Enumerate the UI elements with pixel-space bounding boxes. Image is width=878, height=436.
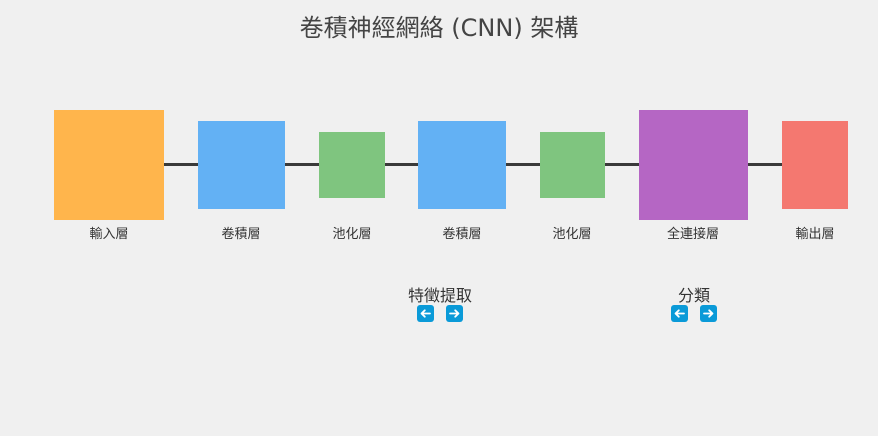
layer-label-output: 輸出層: [795, 227, 835, 242]
layer-label-fully-connected: 全連接層: [666, 227, 719, 242]
connector-line: [385, 163, 418, 166]
group-label-classification: 分類: [677, 286, 710, 305]
layer-label-pool-1: 池化層: [332, 227, 372, 242]
layer-block-input: [54, 110, 164, 220]
layer-block-pool-1: [319, 132, 385, 198]
arrow-right-icon: [703, 309, 714, 318]
layer-label-conv-1: 卷積層: [221, 227, 261, 242]
group-classification-left-arrow-button[interactable]: [671, 305, 688, 322]
group-classification-right-arrow-button[interactable]: [700, 305, 717, 322]
connector-line: [506, 163, 540, 166]
group-feature-extraction-left-arrow-button[interactable]: [417, 305, 434, 322]
group-feature-extraction-right-arrow-button[interactable]: [446, 305, 463, 322]
layer-label-conv-2: 卷積層: [442, 227, 482, 242]
arrow-right-icon: [449, 309, 460, 318]
connector-line: [605, 163, 639, 166]
layer-block-fully-connected: [639, 110, 748, 220]
arrow-left-icon: [674, 309, 685, 318]
layer-label-input: 輸入層: [89, 227, 129, 242]
connector-line: [748, 163, 782, 166]
layer-block-output: [782, 121, 848, 209]
connector-line: [164, 163, 198, 166]
group-label-feature-extraction: 特徵提取: [407, 286, 472, 305]
layer-block-conv-1: [198, 121, 285, 209]
layer-block-pool-2: [540, 132, 605, 198]
arrow-left-icon: [420, 309, 431, 318]
layer-label-pool-2: 池化層: [552, 227, 592, 242]
layer-block-conv-2: [418, 121, 506, 209]
diagram-title: 卷積神經網絡 (CNN) 架構: [299, 14, 579, 42]
connector-line: [285, 163, 319, 166]
